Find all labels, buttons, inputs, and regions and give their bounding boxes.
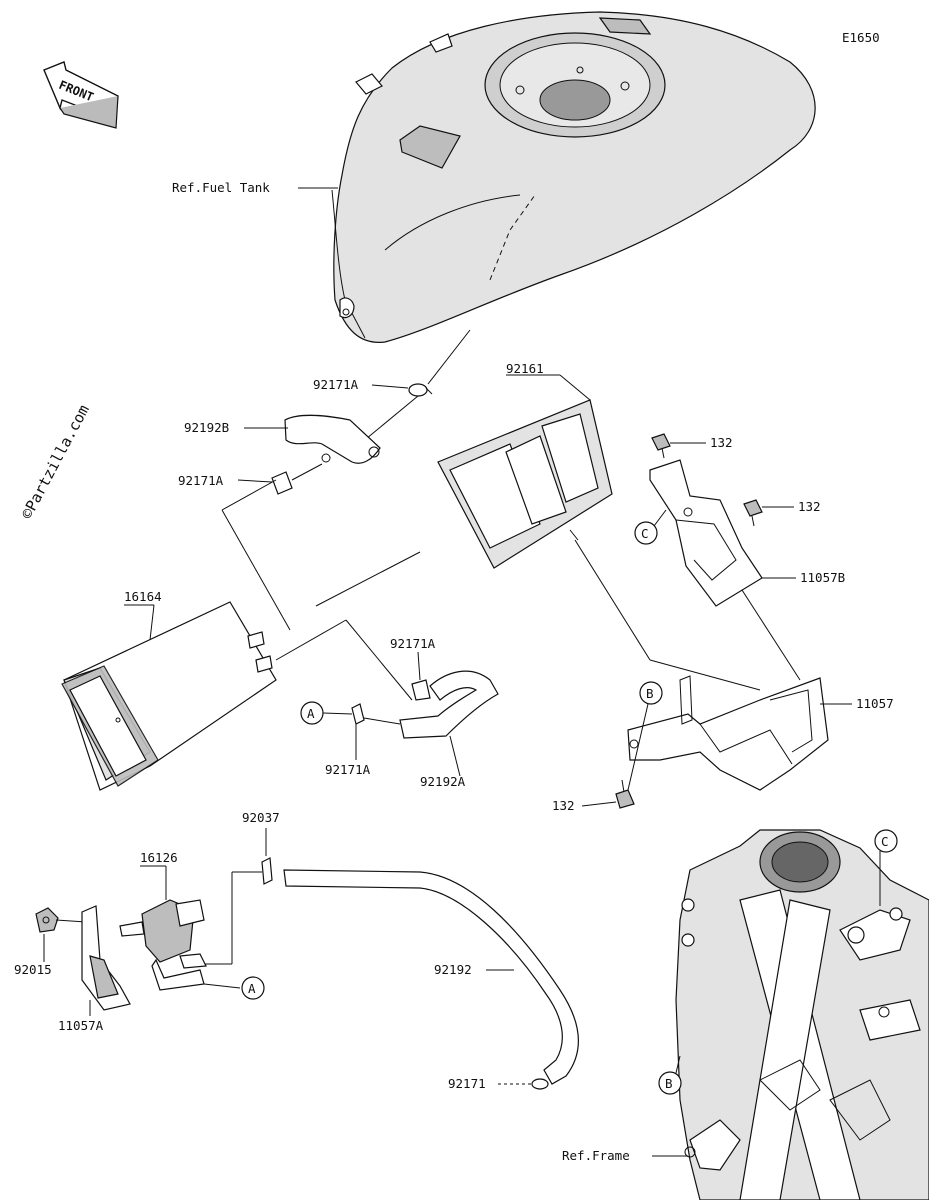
label-92037: 92037 [242, 810, 280, 825]
callout-a-upper: A [300, 701, 324, 725]
callout-a-upper-text: A [307, 706, 315, 721]
bracket-11057 [627, 675, 829, 791]
label-11057A: 11057A [58, 1018, 104, 1033]
callout-a-lower: A [241, 976, 265, 1000]
label-132-c: 132 [552, 798, 575, 813]
label-132-a: 132 [710, 435, 733, 450]
nut-92015 [35, 907, 59, 933]
label-11057B: 11057B [800, 570, 845, 585]
callout-b-upper-text: B [646, 686, 654, 701]
callout-a-lower-text: A [248, 981, 256, 996]
bracket-11057A [81, 905, 131, 1011]
callout-b-lower-text: B [665, 1076, 673, 1091]
cover-92161 [437, 399, 613, 569]
clip-92037 [261, 857, 273, 885]
frame [675, 829, 929, 1200]
label-92171A-mid: 92171A [390, 636, 436, 651]
watermark: ©Partzilla.com [18, 402, 93, 522]
bolt-132-b [743, 499, 763, 527]
callout-c-lower-text: C [881, 834, 889, 849]
clamp-92171A-mid [411, 679, 431, 701]
label-92161: 92161 [506, 361, 544, 376]
label-11057: 11057 [856, 696, 894, 711]
clip-92171A-low [351, 703, 365, 760]
ref-frame-label: Ref.Frame [562, 1148, 630, 1163]
hose-92192 [283, 869, 579, 1085]
callout-b-lower: B [658, 1071, 682, 1095]
callout-b-upper: B [639, 681, 663, 705]
label-132-b: 132 [798, 499, 821, 514]
label-92192A: 92192A [420, 774, 466, 789]
label-92015: 92015 [14, 962, 52, 977]
solenoid-valve-16126 [119, 899, 207, 991]
label-92171A-top: 92171A [313, 377, 359, 392]
callout-c-upper-text: C [641, 526, 649, 541]
label-92171: 92171 [448, 1076, 486, 1091]
callout-c-upper: C [634, 521, 658, 545]
label-92192B: 92192B [184, 420, 229, 435]
label-92171A-left: 92171A [178, 473, 224, 488]
hose-92192B [284, 414, 381, 464]
label-16126: 16126 [140, 850, 178, 865]
bolt-132-a [651, 433, 671, 459]
clamp-92171 [531, 1078, 549, 1090]
clamp-92171A-left [271, 471, 293, 495]
clamp-92171A-top [408, 383, 433, 397]
label-16164: 16164 [124, 589, 162, 604]
hose-92192A [399, 670, 499, 739]
diagram-code: E1650 [842, 30, 880, 45]
label-92171A-low: 92171A [325, 762, 371, 777]
fuel-tank [331, 11, 816, 343]
callout-c-lower: C [874, 829, 898, 853]
label-92192: 92192 [434, 962, 472, 977]
front-arrow-icon: FRONT [43, 61, 119, 129]
bracket-11057B [649, 459, 763, 607]
ref-fuel-tank-label: Ref.Fuel Tank [172, 180, 270, 195]
canister-16164 [61, 601, 277, 791]
bolt-132-c [615, 779, 635, 809]
